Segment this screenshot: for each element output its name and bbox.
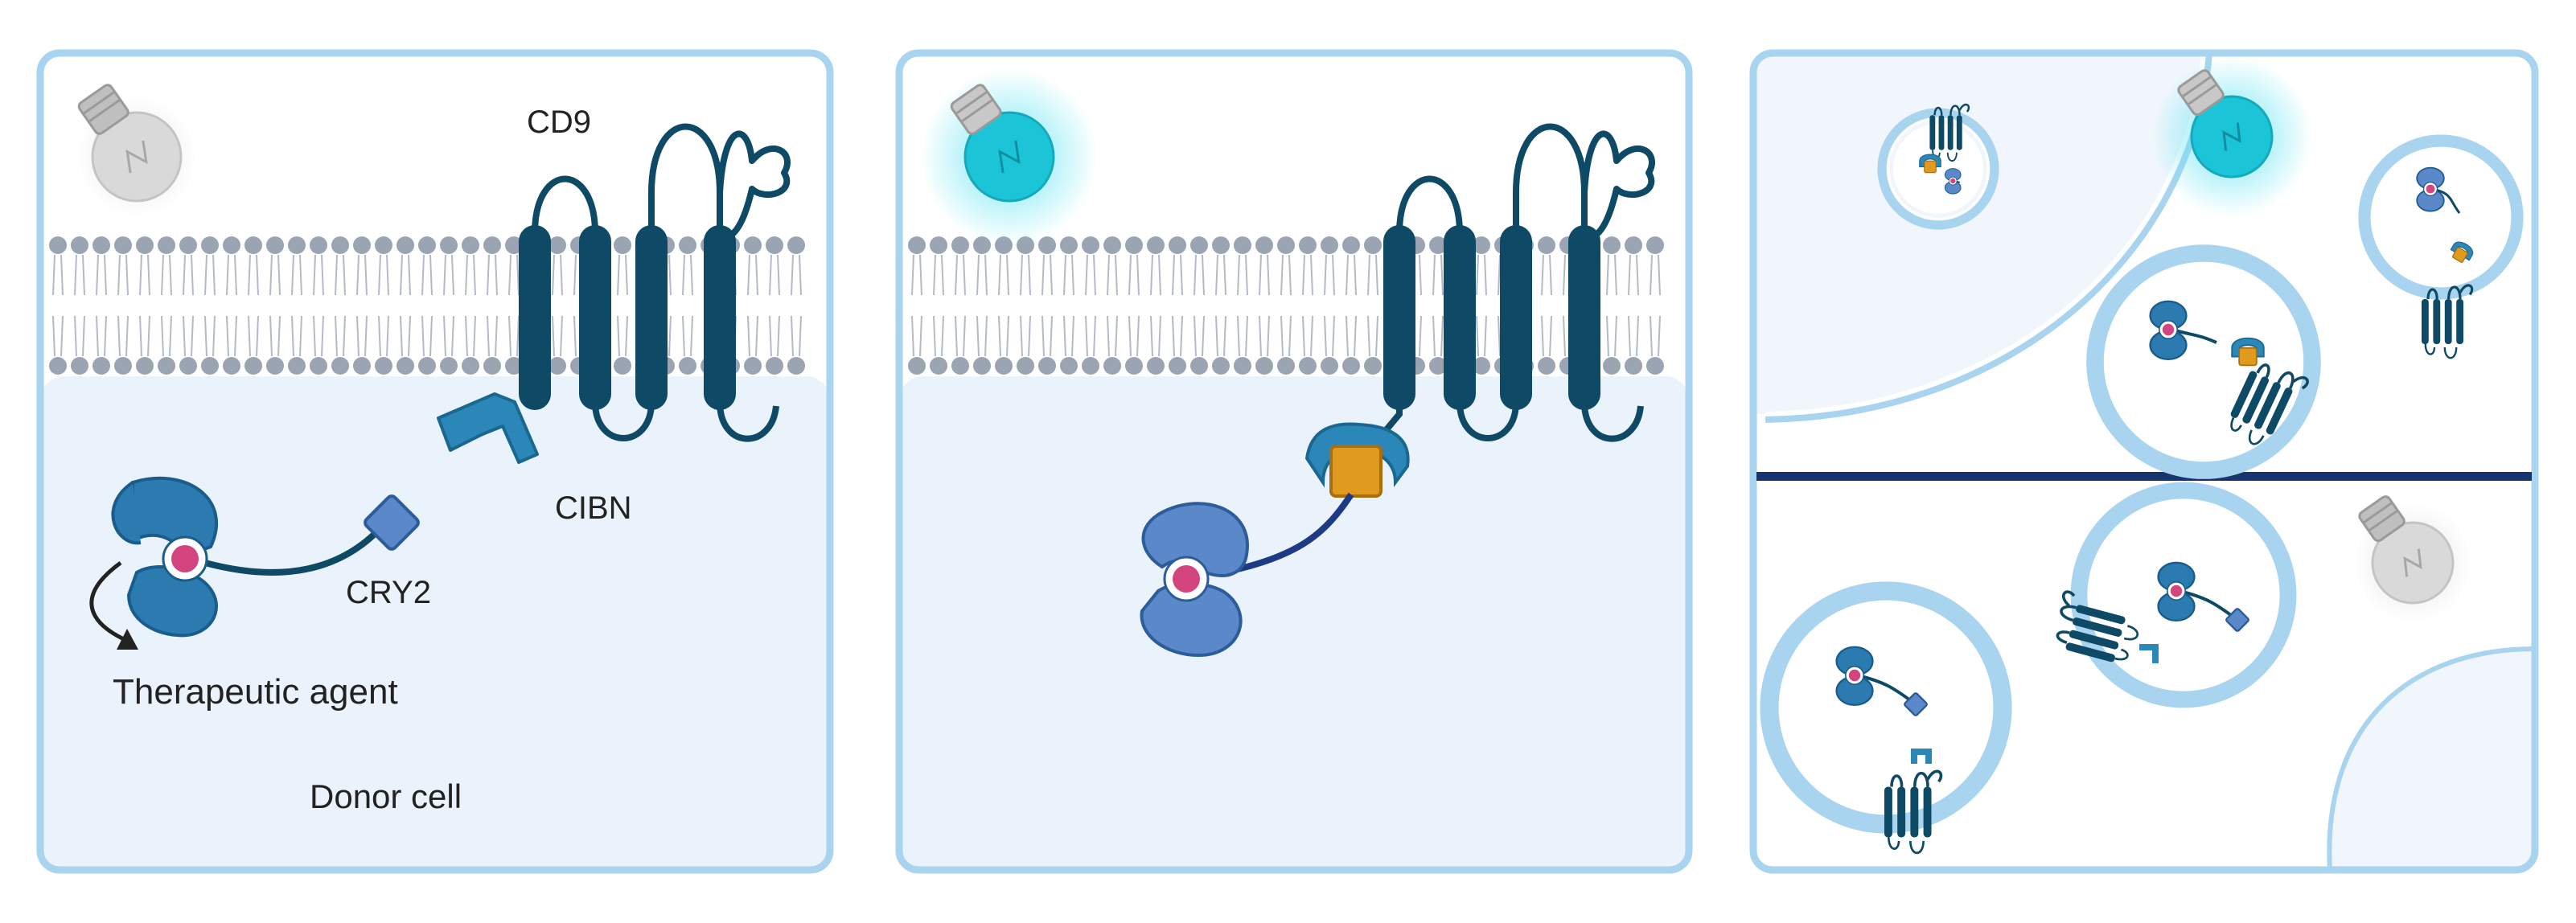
- exosome-vesicle: [1877, 108, 1999, 230]
- condition-divider: [1756, 472, 2532, 481]
- panel-border: [36, 49, 834, 874]
- light-bulb-off-icon: [76, 84, 197, 217]
- donor-cell-label: Donor cell: [310, 777, 462, 815]
- therapeutic-agent-complex: [1140, 502, 1249, 658]
- light-bulb-on-icon: [921, 68, 1098, 245]
- panel-border: [895, 49, 1693, 874]
- cd9-label: CD9: [527, 105, 591, 140]
- panel-3: [1749, 49, 2539, 874]
- therapeutic-agent-label: Therapeutic agent: [113, 672, 398, 712]
- panel-2: [895, 49, 1693, 874]
- lipid-bilayer: [49, 236, 805, 375]
- therapeutic-agent-complex: [111, 476, 420, 638]
- light-bulb-on-icon: [2151, 56, 2312, 217]
- cytoplasm-area: [899, 376, 1689, 870]
- cibn-cry2-dimer: [1230, 422, 1410, 574]
- exosome-group: [1760, 103, 2524, 855]
- lipid-bilayer: [908, 236, 1664, 375]
- cd9-protein: [519, 123, 791, 442]
- release-arrow-icon: [89, 560, 138, 650]
- cytoplasm-area: [40, 376, 830, 870]
- cibn-protein: [437, 392, 539, 464]
- exosome-vesicle: [2358, 134, 2524, 300]
- cry2-protein: [364, 494, 420, 551]
- light-bulb-off-icon: [2352, 495, 2473, 623]
- panel-border: [1749, 49, 2539, 874]
- cargo-molecule: [171, 545, 199, 572]
- cd9-protein: [1376, 123, 1655, 442]
- exosome-vesicle: [2086, 244, 2321, 479]
- panel-1: CD9 CIBN CRY2 Therapeutic agent Donor ce…: [36, 49, 834, 874]
- cargo-molecule: [1173, 565, 1200, 593]
- cry2-label: CRY2: [346, 575, 431, 610]
- cibn-label: CIBN: [555, 490, 632, 526]
